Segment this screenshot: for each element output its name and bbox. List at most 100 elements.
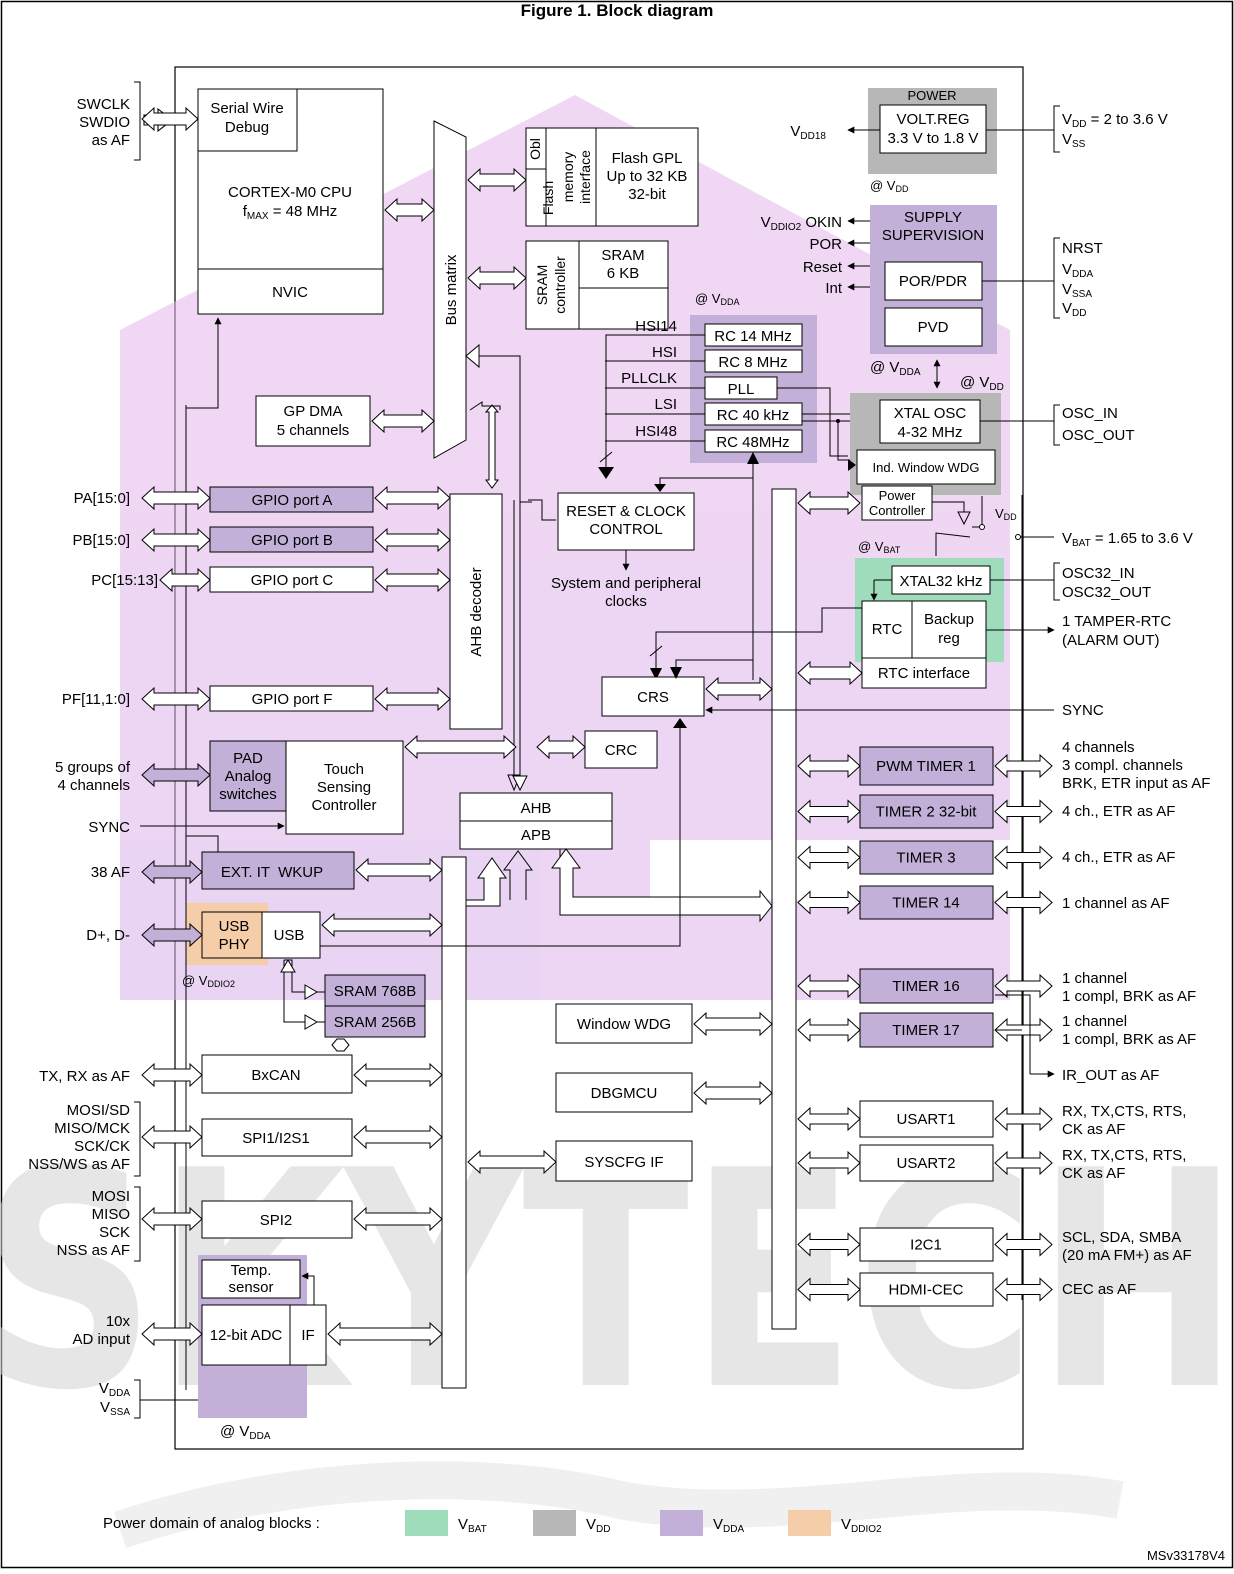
comm-pin-1-2: CK as AF [1062,1121,1125,1138]
gpio-port-c-label: GPIO port C [251,572,334,589]
temp-sensor-box [201,1259,301,1299]
timer-box-4 [859,885,994,920]
adc-vssa: VSSA [100,1399,130,1418]
pad-2: Analog [225,768,272,785]
dbgmcu-box [555,1072,693,1113]
xtal32-pin-out: OSC32_OUT [1062,584,1151,601]
por-pdr-box [884,261,983,301]
swd-pin-3: as AF [92,132,130,149]
gpio-port-b [209,526,374,553]
flash-gpl-2: Up to 32 KB [607,168,688,185]
sram256-label: SRAM 256B [334,1014,417,1031]
sys-clocks-2: clocks [605,593,647,610]
adc-label: 12-bit ADC [210,1327,283,1344]
flash-gpl-1: Flash GPL [612,150,683,167]
xtal-pin-in: OSC_IN [1062,405,1118,422]
ahb-label: AHB [521,800,552,817]
rtc-label: RTC [872,621,903,638]
clocks-at-vdda: @ VDDA [695,291,740,307]
tamper-2: (ALARM OUT) [1062,632,1160,649]
pwr-ctrl-box [861,485,933,521]
timer-pin-5-2: 1 compl, BRK as AF [1062,988,1196,1005]
xtal-1: XTAL OSC [894,405,967,422]
gpio-port-a [209,486,374,513]
timer-box-2 [859,794,994,829]
syscfg-box [555,1140,693,1182]
svg-text:LSI: LSI [654,396,677,413]
flash-obl: Obl [527,138,543,160]
adc-vdda: VDDA [99,1380,130,1399]
diagram-ref: MSv33178V4 [1147,1548,1225,1563]
xtal32-box [891,565,991,595]
temp-1: Temp. [231,1262,272,1279]
svg-text:HSI48: HSI48 [635,423,677,440]
sram-box [525,240,669,330]
touch-groups-1: 5 groups of [55,759,131,776]
timer-pin-4-1: 1 channel as AF [1062,895,1170,912]
svg-text:NRST: NRST [1062,240,1103,257]
vss: VSS [1062,131,1086,150]
iwdg-box [856,449,996,485]
apb-label: APB [521,827,551,844]
gpdma-label-2: 5 channels [277,422,350,439]
svg-text:VDDA: VDDA [1062,261,1093,280]
timer-box-3 [859,840,994,875]
tsc-3: Controller [311,797,376,814]
legend-label-3: VDDA [713,1516,744,1535]
gpio-port-b-label: GPIO port B [251,532,333,549]
usb-phy-2: PHY [219,936,250,953]
pad-1: PAD [233,750,263,767]
swd-arrow [141,106,199,132]
power-at-vdd: @ VDD [870,178,909,194]
ahb-decoder-label: AHB decoder [468,567,485,656]
power-title: POWER [907,88,956,103]
svg-text:Reset: Reset [803,259,843,276]
swd-label-1: Serial Wire [210,100,283,117]
gpdma-label-1: GP DMA [284,403,343,420]
swd-label-2: Debug [225,119,269,136]
ir-out-label: IR_OUT as AF [1062,1067,1159,1084]
adc-if-label: IF [301,1327,314,1344]
xtal-2: 4-32 MHz [897,424,962,441]
cpu-group: SWCLK SWDIO as AF Serial Wire Debug CORT… [77,81,384,315]
flash-if-2: memory [560,152,576,203]
spi2-pin-4: NSS as AF [57,1242,130,1259]
supervision-title-2: SUPERVISION [882,227,984,244]
gpio-group: PA[15:0] GPIO port A PB[15:0] GPIO port … [62,405,451,1390]
can-label: BxCAN [251,1067,300,1084]
svg-text:RC 40 kHz: RC 40 kHz [717,407,790,424]
timer-pin-1-3: BRK, ETR input as AF [1062,775,1210,792]
usb-box [261,911,321,959]
tamper-1: 1 TAMPER-RTC [1062,613,1171,630]
rcc-2: CONTROL [589,521,662,538]
gpio-port-f-label: GPIO port F [252,691,333,708]
timer-label-5: TIMER 16 [892,978,960,995]
legend-title: Power domain of analog blocks : [103,1515,320,1532]
tsc-1: Touch [324,761,364,778]
tsc-2: Sensing [317,779,371,796]
comm-pin-2-2: CK as AF [1062,1165,1125,1182]
pvd-box [884,307,983,347]
adc-box [201,1304,327,1366]
timer-pin-1-2: 3 compl. channels [1062,757,1183,774]
usb-vddio2: @ VDDIO2 [182,973,235,989]
volt-reg-2: 3.3 V to 1.8 V [888,130,979,147]
nvic-line [186,317,222,409]
nvic-label: NVIC [272,284,308,301]
xtal32-pin-in: OSC32_IN [1062,565,1135,582]
sram768-label: SRAM 768B [334,983,417,1000]
comm-label-3: I2C1 [910,1237,942,1254]
touch-sync: SYNC [88,819,130,836]
volt-reg-box [879,104,987,154]
sys-clocks-1: System and peripheral [551,575,701,592]
vdd18: VDD18 [790,123,826,142]
backup-reg-1: Backup [924,611,974,628]
spi2-pin-3: SCK [99,1224,130,1241]
svg-text:RC 14 MHz: RC 14 MHz [714,328,792,345]
vdd-range: VDD = 2 to 3.6 V [1062,111,1168,130]
comm-label-2: USART2 [897,1155,956,1172]
exti-label: EXT. IT WKUP [221,864,323,881]
gpio-pin-f: PF[11,1:0] [62,691,130,708]
